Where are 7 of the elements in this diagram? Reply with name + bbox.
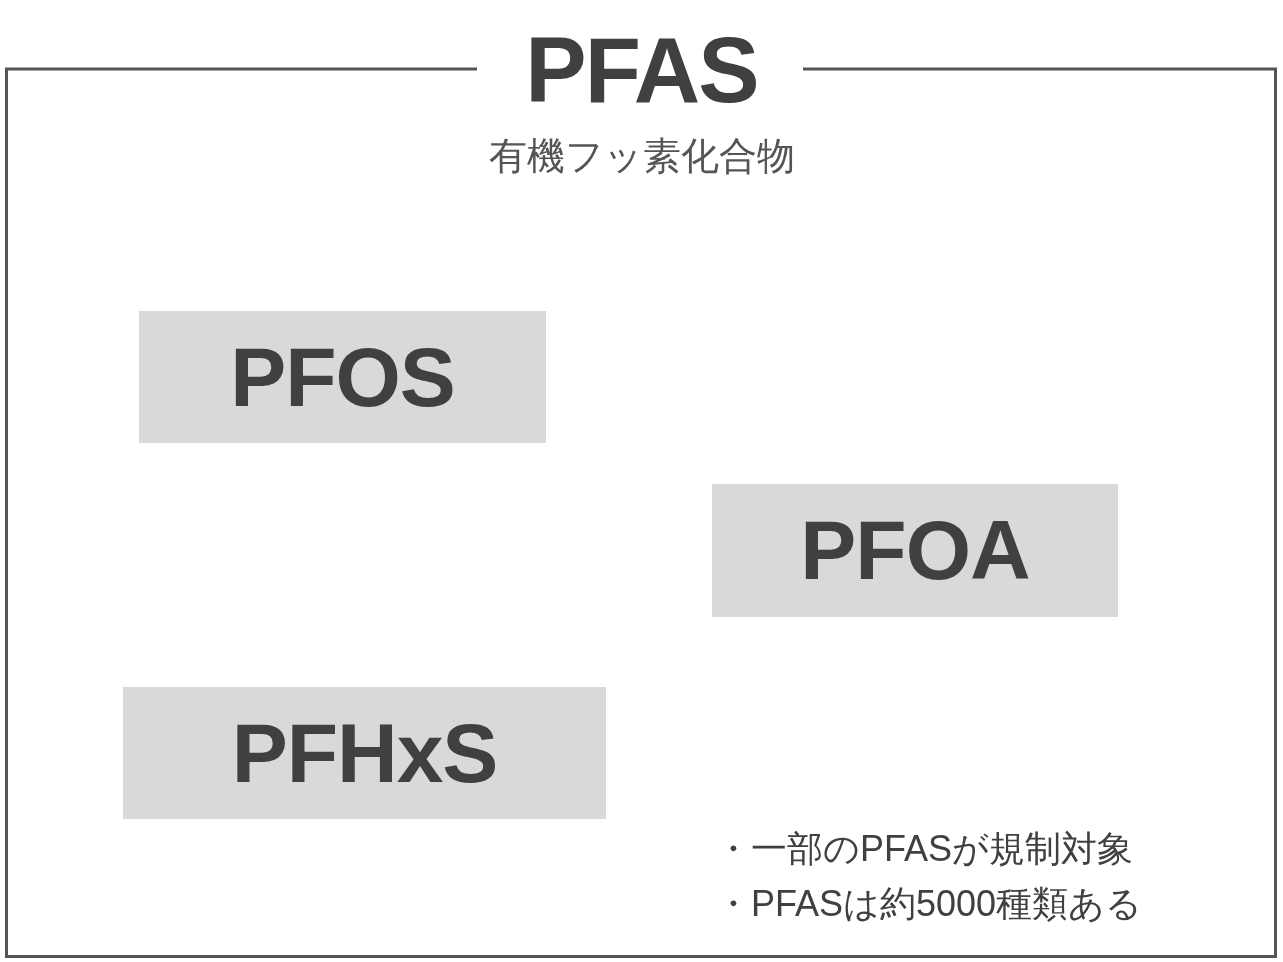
substance-box: PFHxS bbox=[123, 687, 606, 819]
note-text: ・PFASは約5000種類ある bbox=[715, 882, 1143, 926]
title-heading: PFAS bbox=[524, 20, 759, 120]
subtitle: 有機フッ素化合物 bbox=[487, 134, 796, 179]
substance-box: PFOA bbox=[712, 484, 1118, 617]
substance-box: PFOS bbox=[139, 311, 546, 443]
note-text: ・一部のPFASが規制対象 bbox=[715, 827, 1134, 871]
